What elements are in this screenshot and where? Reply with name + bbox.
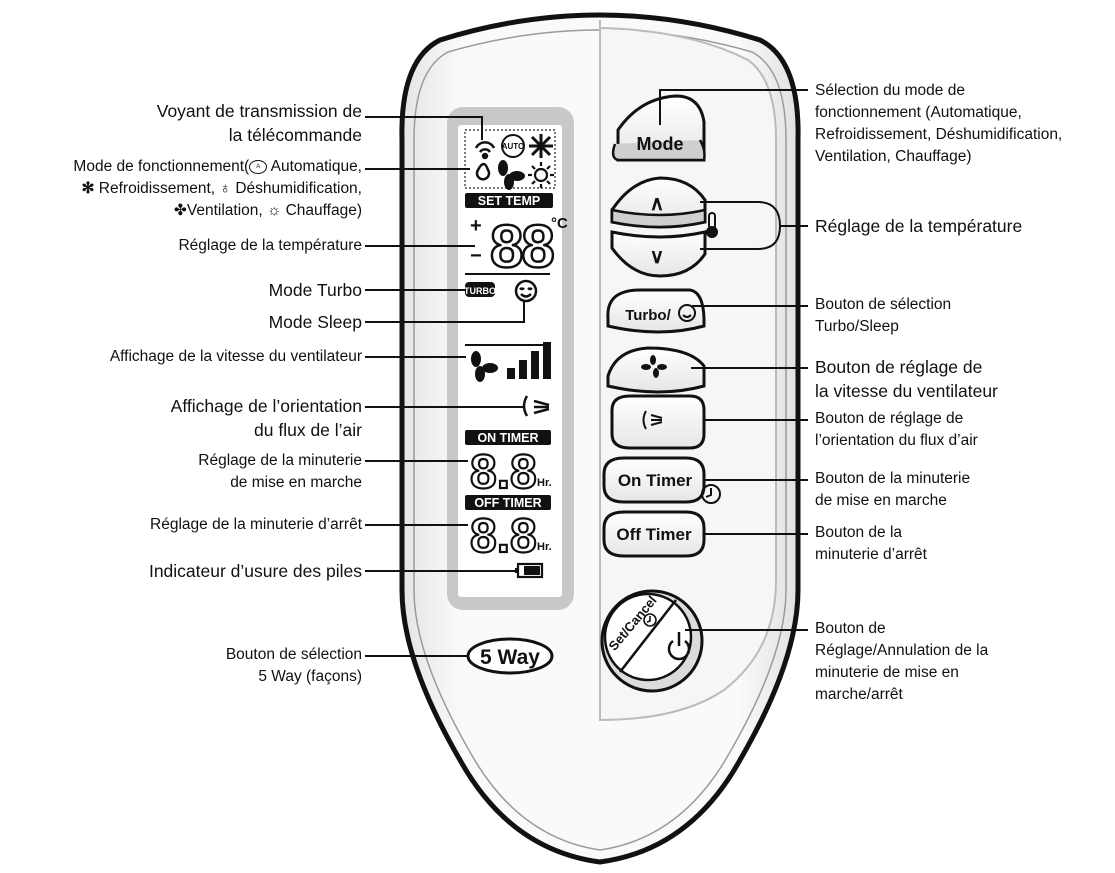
label-turbo-right: Bouton de sélection Turbo/Sleep	[815, 296, 952, 335]
temp-up-label: ∧	[650, 193, 665, 215]
left-leader-lines	[365, 116, 525, 657]
set-cancel-button[interactable]: Set/Cancel	[600, 589, 704, 693]
mode-button-label: Mode	[637, 134, 684, 154]
airflow-icon	[642, 410, 663, 430]
label-temp-left: Réglage de la température	[178, 237, 362, 254]
lcd-screen	[458, 125, 562, 597]
label-mode-line1: Mode de fonctionnement(	[73, 158, 250, 175]
label-on-timer-right: Bouton de la minuterie de mise en marche	[815, 470, 971, 509]
lcd-off-timer: OFF TIMER	[474, 496, 541, 510]
label-mode-cool: Refroidissement,	[98, 180, 216, 197]
lcd-heat-icon	[528, 162, 554, 188]
temp-up-button[interactable]: ∧	[610, 176, 707, 229]
label-on-timer: Réglage de la minuterie de mise en march…	[198, 452, 362, 491]
lcd-auto-icon: AUTO	[501, 134, 525, 158]
lcd-fan-bars	[507, 342, 551, 379]
cool-inline-icon: ✻	[81, 180, 95, 197]
label-temp-right: Réglage de la température	[815, 216, 1023, 236]
lcd-airflow-icon	[522, 395, 550, 417]
label-off-timer: Réglage de la minuterie d’arrêt	[150, 516, 362, 533]
fan-speed-button[interactable]	[606, 346, 706, 394]
temp-down-button[interactable]: ∨	[610, 230, 707, 278]
label-mode-group: Mode de fonctionnement(A Automatique, ✻ …	[73, 156, 362, 222]
label-fan-speed: Affichage de la vitesse du ventilateur	[109, 348, 362, 365]
label-battery: Indicateur d’usure des piles	[148, 561, 362, 581]
power-icon	[667, 632, 691, 661]
lcd-dry-icon	[475, 162, 491, 181]
lcd-battery-icon	[515, 562, 544, 579]
lcd-off-timer-unit: Hr.	[537, 541, 552, 553]
lcd-cool-icon	[529, 134, 553, 158]
thermometer-icon	[706, 212, 718, 238]
transmission-icon	[474, 141, 496, 160]
lcd-minus-sign: −	[470, 245, 482, 267]
fan-inline-icon: ✤	[173, 202, 187, 219]
label-mode-right: Sélection du mode de fonctionnement (Aut…	[815, 82, 1063, 165]
lcd-auto-badge: AUTO	[502, 142, 525, 151]
lcd-plus-sign: +	[470, 215, 482, 237]
lcd-on-timer-digits: 8.8	[470, 446, 537, 499]
lcd-temp-digits: 88	[490, 213, 553, 280]
lcd-turbo-badge: TURBO	[464, 286, 496, 296]
lcd-off-timer-digits: 8.8	[470, 510, 537, 563]
lcd-sleep-icon	[514, 279, 538, 303]
label-airflow: Affichage de l’orientation du flux de l’…	[170, 396, 362, 440]
mode-button[interactable]: Mode	[611, 94, 706, 162]
on-timer-button-label: On Timer	[618, 471, 693, 490]
label-airflow-right: Bouton de réglage de l’orientation du fl…	[815, 410, 978, 449]
lcd-set-temp: SET TEMP	[478, 194, 541, 208]
lcd-on-timer-unit: Hr.	[537, 477, 552, 489]
heat-inline-icon: ☼	[267, 202, 282, 219]
off-timer-button-label: Off Timer	[616, 525, 692, 544]
label-off-timer-right: Bouton de la minuterie d’arrêt	[815, 524, 927, 563]
lcd-fan-speed-icon	[471, 351, 498, 382]
label-mode-heat: Chauffage)	[285, 202, 362, 219]
label-set-cancel-right: Bouton de Réglage/Annulation de la minut…	[815, 620, 989, 703]
label-five-way: Bouton de sélection 5 Way (façons)	[225, 646, 362, 685]
sleep-face-icon	[678, 304, 696, 322]
lcd-fan-icon	[498, 160, 525, 190]
right-leader-lines	[659, 89, 808, 631]
auto-inline-icon: A	[249, 159, 268, 174]
five-way-button-label: 5 Way	[480, 646, 540, 669]
label-turbo: Mode Turbo	[268, 280, 362, 300]
turbo-button-label: Turbo/	[625, 307, 671, 324]
label-mode-auto: Automatique,	[270, 158, 362, 175]
on-timer-button[interactable]: On Timer	[602, 456, 706, 504]
timer-icon	[643, 613, 657, 627]
lcd-on-timer: ON TIMER	[477, 431, 538, 445]
remote-inner-edge	[413, 29, 787, 851]
dry-inline-icon: ♁	[219, 180, 232, 197]
label-mode-fan: Ventilation,	[186, 202, 263, 219]
off-timer-button[interactable]: Off Timer	[602, 510, 706, 558]
clock-icon	[701, 484, 721, 504]
lcd-temp-unit: °C	[551, 215, 568, 232]
fan-icon	[641, 355, 667, 378]
label-mode-dry: Déshumidification,	[235, 180, 362, 197]
label-fan-right: Bouton de réglage de la vitesse du venti…	[815, 357, 998, 401]
temp-down-label: ∨	[650, 246, 665, 268]
label-sleep: Mode Sleep	[268, 312, 362, 332]
five-way-button[interactable]: 5 Way	[466, 637, 554, 675]
turbo-sleep-button[interactable]: Turbo/	[606, 288, 706, 334]
label-transmission: Voyant de transmission de la télécommand…	[156, 101, 362, 145]
airflow-button[interactable]	[610, 394, 706, 450]
